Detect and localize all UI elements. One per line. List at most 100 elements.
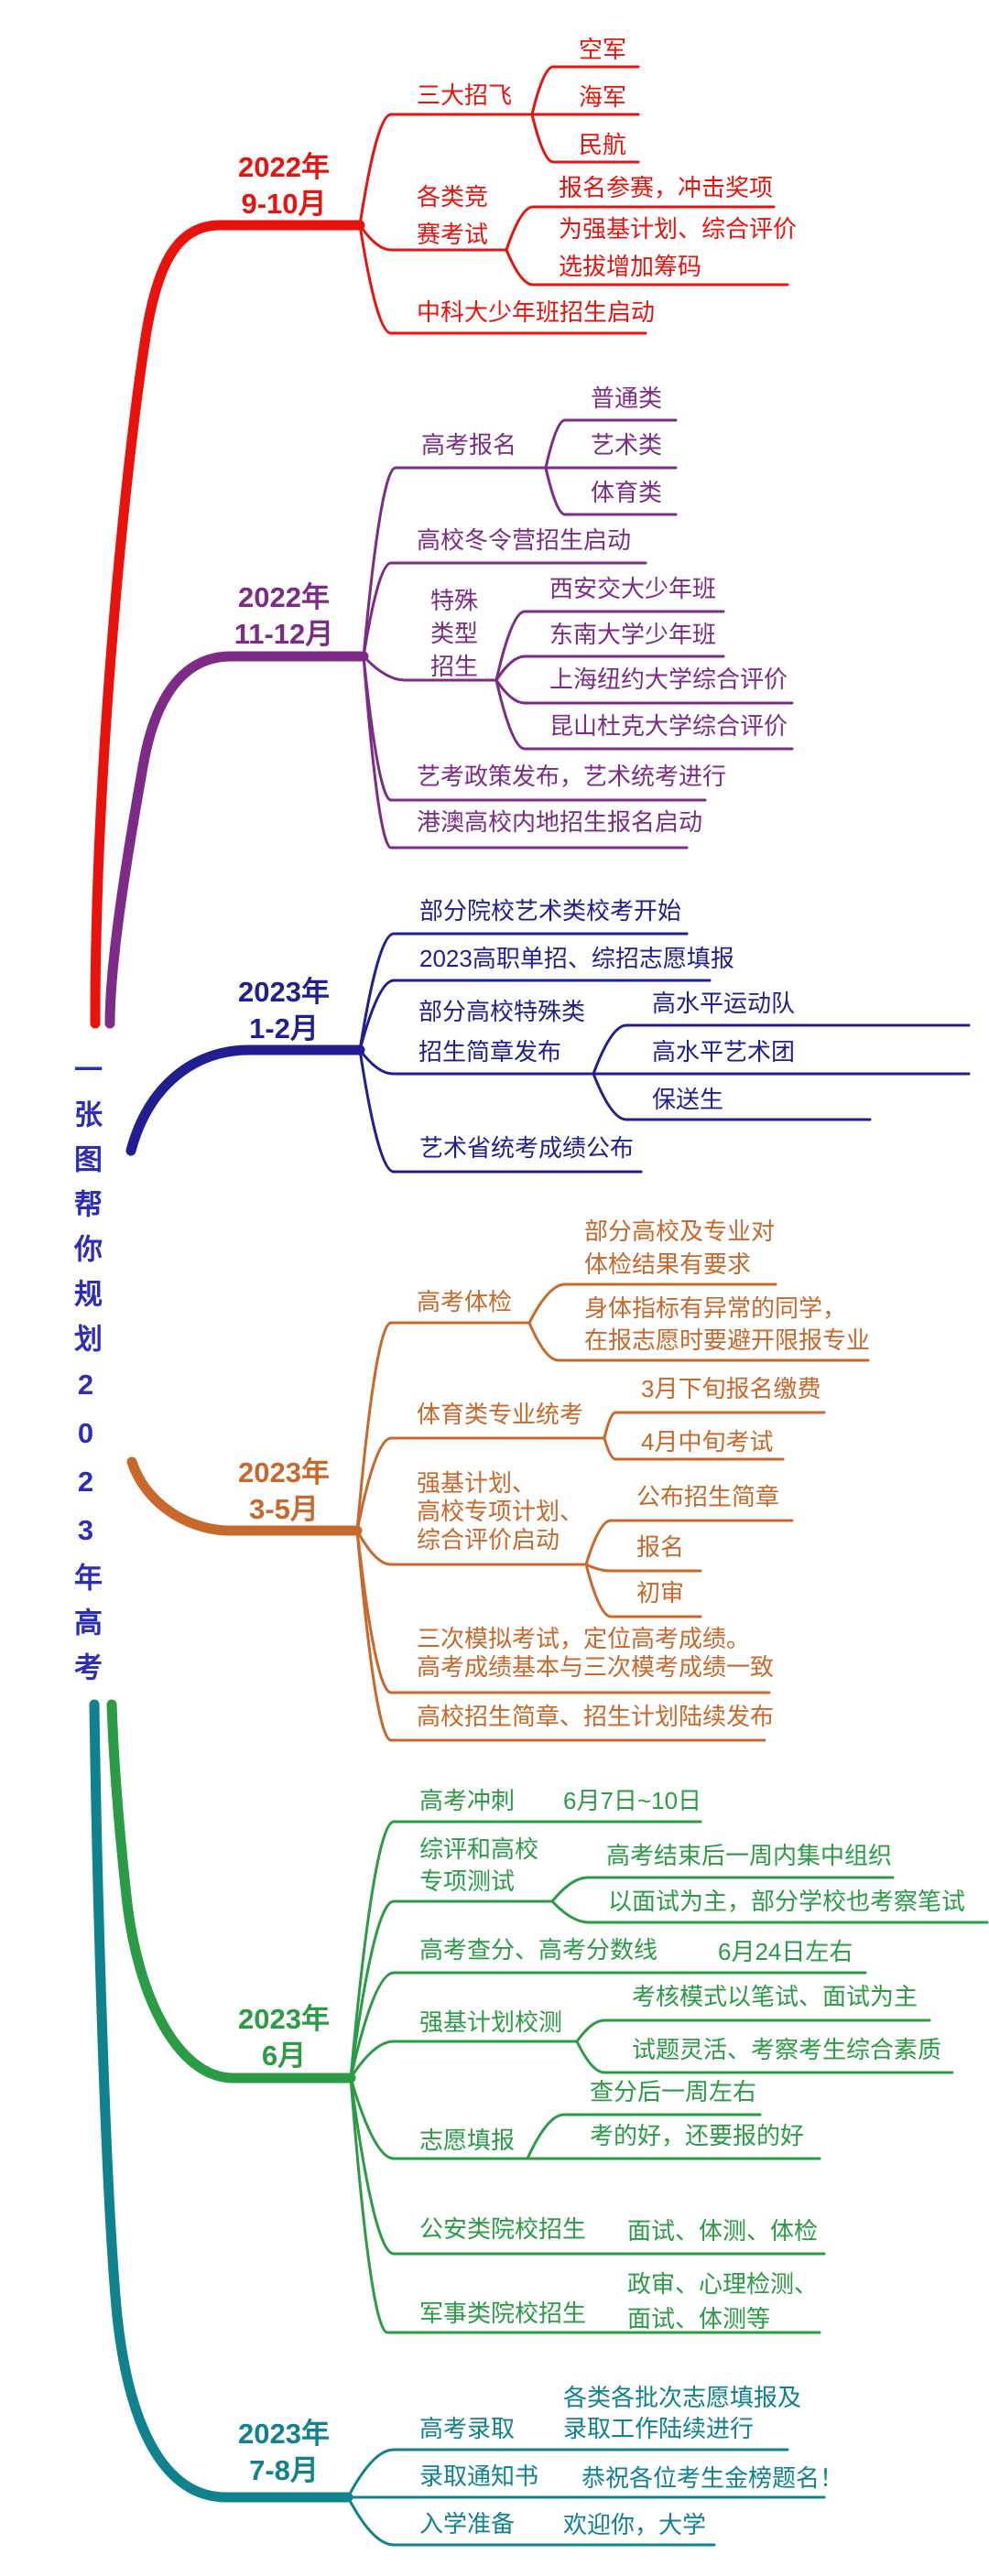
node-label: 艺考政策发布，艺术统考进行 — [417, 763, 727, 790]
child-branch-line — [494, 610, 725, 682]
node-branch-line — [358, 932, 689, 1052]
node-label: 志愿填报 — [419, 2127, 516, 2154]
node-label: 2023高职单招、综招志愿填报 — [419, 945, 734, 972]
child-branch-line — [584, 1563, 702, 1618]
node-branch-line — [355, 1529, 588, 1566]
child-branch-line — [584, 1563, 702, 1573]
child-label: 高水平运动队 — [652, 990, 796, 1017]
node-label: 高考录取 — [419, 2415, 516, 2442]
period-label: 2023年 1-2月 — [238, 976, 330, 1044]
node-note: 恭祝各位考生金榜题名！ — [581, 2464, 844, 2492]
node-label: 公安类院校招生 — [419, 2215, 587, 2243]
node-branch-line — [362, 561, 647, 658]
child-label: 报名 — [636, 1533, 685, 1561]
child-branch-line — [603, 1411, 826, 1440]
child-label: 西安交大少年班 — [549, 575, 717, 602]
node-label: 综评和高校 专项测试 — [419, 1835, 539, 1895]
node-branch-line — [355, 1321, 531, 1532]
node-branch-line — [358, 223, 647, 335]
child-label: 3月下旬报名缴费 — [641, 1375, 821, 1402]
child-label: 艺术类 — [591, 431, 663, 459]
node-note: 政审、心理检测、 面试、体测等 — [627, 2270, 819, 2332]
node-branch-line — [358, 113, 534, 227]
child-label: 高考结束后一周内集中组织 — [606, 1842, 893, 1869]
child-label: 上海纽约大学综合评价 — [549, 666, 788, 693]
child-branch-line — [505, 205, 776, 252]
node-branch-line — [349, 1971, 867, 2080]
child-branch-line — [530, 65, 640, 116]
child-label: 初审 — [636, 1579, 685, 1607]
node-branch-line — [349, 2040, 579, 2080]
node-branch-line — [346, 2448, 789, 2499]
period-label: 2023年 3-5月 — [238, 1456, 330, 1525]
node-label: 特殊 类型 招生 — [430, 587, 479, 680]
child-branch-line — [527, 1321, 870, 1362]
child-label: 公布招生简章 — [636, 1483, 780, 1510]
node-label: 高校冬令营招生启动 — [417, 526, 632, 554]
child-label: 部分高校及专业对 体检结果有要求 — [584, 1218, 776, 1278]
child-branch-line — [494, 655, 725, 682]
map-title: 一张图帮你规划2023年高考 — [70, 1055, 102, 1697]
node-label: 强基计划校测 — [419, 2008, 563, 2036]
period-label: 2023年 7-8月 — [238, 2418, 330, 2486]
node-label: 中科大少年班招生启动 — [417, 298, 656, 326]
node-label: 港澳高校内地招生报名启动 — [417, 808, 703, 836]
node-note: 欢迎你，大学 — [563, 2511, 707, 2538]
node-note: 6月7日~10日 — [563, 1787, 702, 1814]
child-label: 普通类 — [591, 384, 663, 412]
node-label: 高考查分、高考分数线 — [419, 1936, 658, 1964]
child-branch-line — [592, 1072, 872, 1121]
child-label: 高水平艺术团 — [652, 1038, 796, 1066]
node-note: 各类各批次志愿填报及 录取工作陆续进行 — [563, 2384, 802, 2442]
node-label: 高考报名 — [421, 431, 517, 459]
node-branch-line — [349, 1820, 702, 2080]
node-branch-line — [362, 655, 689, 850]
node-label: 艺术省统考成绩公布 — [419, 1134, 635, 1162]
child-label: 东南大学少年班 — [549, 621, 717, 648]
child-branch-line — [544, 466, 678, 516]
node-label: 录取通知书 — [419, 2462, 539, 2490]
branch-spine — [106, 1699, 356, 2084]
child-label: 以面试为主，部分学校也考察笔试 — [608, 1888, 966, 1915]
child-label: 空军 — [579, 36, 627, 63]
period-label: 2022年 9-10月 — [238, 151, 330, 220]
node-branch-line — [358, 979, 712, 1052]
child-label: 体育类 — [591, 479, 663, 506]
node-branch-line — [358, 1048, 643, 1174]
period-label: 2023年 6月 — [238, 2003, 330, 2072]
child-branch-line — [505, 248, 789, 287]
node-label: 强基计划、 高校专项计划、 综合评价启动 — [417, 1469, 584, 1553]
node-branch-line — [346, 2495, 716, 2547]
node-label: 体育类专业统考 — [417, 1401, 584, 1428]
child-branch-line — [494, 678, 794, 705]
node-label: 三大招飞 — [417, 81, 513, 109]
node-label: 三次模拟考试，定位高考成绩。 高考成绩基本与三次模考成绩一致 — [417, 1625, 775, 1681]
node-branch-line — [362, 655, 498, 682]
child-label: 考的好，还要报的好 — [590, 2122, 805, 2149]
child-label: 保送生 — [652, 1086, 724, 1113]
child-label: 昆山杜克大学综合评价 — [549, 712, 788, 740]
branch-spine — [90, 220, 365, 1029]
child-branch-line — [544, 418, 678, 470]
child-label: 民航 — [579, 131, 627, 158]
node-branch-line — [349, 2076, 826, 2256]
child-label: 4月中旬考试 — [641, 1428, 774, 1456]
branch-spine — [126, 1456, 363, 1536]
node-branch-line — [362, 466, 548, 658]
branch-spine — [125, 1044, 365, 1156]
child-branch-line — [584, 1519, 794, 1566]
child-branch-line — [575, 2040, 954, 2074]
node-branch-line — [349, 1900, 554, 2080]
period-label: 2022年 11-12月 — [234, 581, 334, 650]
child-branch-line — [575, 2019, 931, 2043]
child-branch-line — [527, 1283, 777, 1325]
child-label: 查分后一周左右 — [590, 2078, 757, 2105]
node-note: 面试、体测、体检 — [627, 2217, 819, 2245]
node-note: 6月24日左右 — [718, 1938, 853, 1965]
child-label: 为强基计划、综合评价 选拔增加筹码 — [559, 215, 798, 280]
node-label: 高校招生简章、招生计划陆续发布 — [417, 1703, 775, 1730]
node-branch-line — [358, 1048, 595, 1076]
child-branch-line — [550, 1876, 895, 1903]
child-label: 身体指标有异常的同学， 在报志愿时要避开限报专业 — [584, 1294, 871, 1354]
